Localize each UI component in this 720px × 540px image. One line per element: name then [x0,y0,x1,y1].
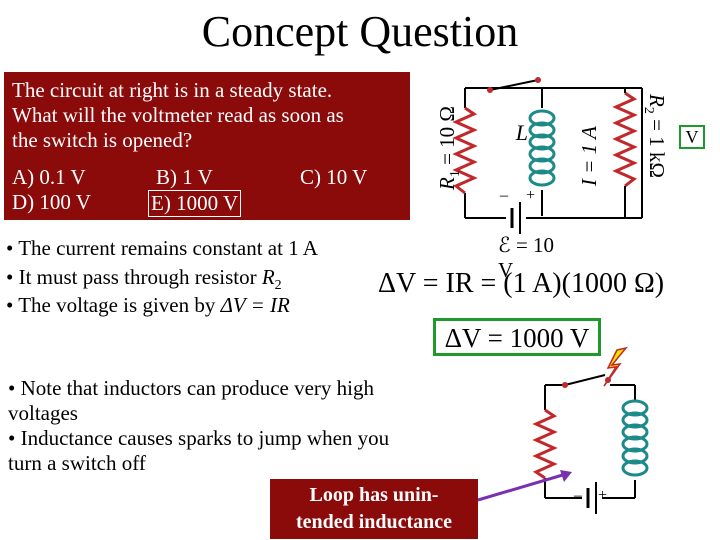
slide-title: Concept Question [201,7,519,56]
note-line: • Note that inductors can produce very h… [8,376,374,400]
resistor-r1-icon [452,106,478,195]
current-label: I = 1 A [577,126,601,187]
battery-minus: – [499,187,509,204]
spark-icon [603,346,628,387]
note-line: turn a switch off [8,451,146,475]
battery-minus: – [573,487,583,504]
note-text: • Note that inductors can produce very h… [8,376,438,476]
loop-callout: Loop has unin- tended inductance [270,479,478,539]
inductor-label: L [515,120,528,145]
battery-icon [506,202,526,234]
option-c: C) 10 V [300,165,368,189]
bullet-resistor: • It must pass through resistor R2 [6,265,282,294]
inductor-icon [621,399,649,477]
note-line: • Inductance causes sparks to jump when … [8,426,390,450]
option-b: B) 1 V [156,165,213,189]
option-d: D) 100 V [12,190,91,214]
switch-icon [487,77,541,93]
note-line: voltages [8,401,78,425]
battery-plus: + [598,487,607,504]
loop-line: tended inductance [295,511,453,533]
option-e: E) 1000 V [148,190,242,217]
emf-unit: V [498,258,514,282]
emf-label: ℰ = 10 [498,233,554,257]
bullet-voltage: • The voltage is given by ΔV = IR [6,293,290,317]
inductor-icon [528,109,556,187]
battery-icon [582,482,602,514]
voltmeter-icon: V [679,125,705,149]
voltage-formula: ΔV = IR = (1 A)(1000 Ω) [378,268,665,299]
voltmeter-label: V [686,127,699,147]
r2-label: R2 = 1 kΩ [641,93,669,178]
question-line: The circuit at right is in a steady stat… [12,78,333,102]
resistor-icon [532,408,558,480]
spark-circuit-diagram: – + [532,346,649,514]
loop-line: Loop has unin- [309,484,439,506]
r1-label: R1 = 10 Ω [435,106,463,191]
resistor-r2-icon [612,91,638,188]
question-line: the switch is opened? [12,128,193,152]
question-line: What will the voltmeter read as soon as [12,103,344,127]
callout-arrow [477,470,572,502]
result-box: ΔV = 1000 V [433,318,601,356]
switch-icon [562,374,611,388]
circuit-diagram: – + V L R1 = 10 Ω I = 1 A R2 = 1 kΩ ℰ = … [435,77,705,257]
battery-plus: + [526,187,535,204]
question-box: The circuit at right is in a steady stat… [4,72,410,220]
option-a: A) 0.1 V [12,165,86,189]
bullet-current: • The current remains constant at 1 A [6,236,318,260]
